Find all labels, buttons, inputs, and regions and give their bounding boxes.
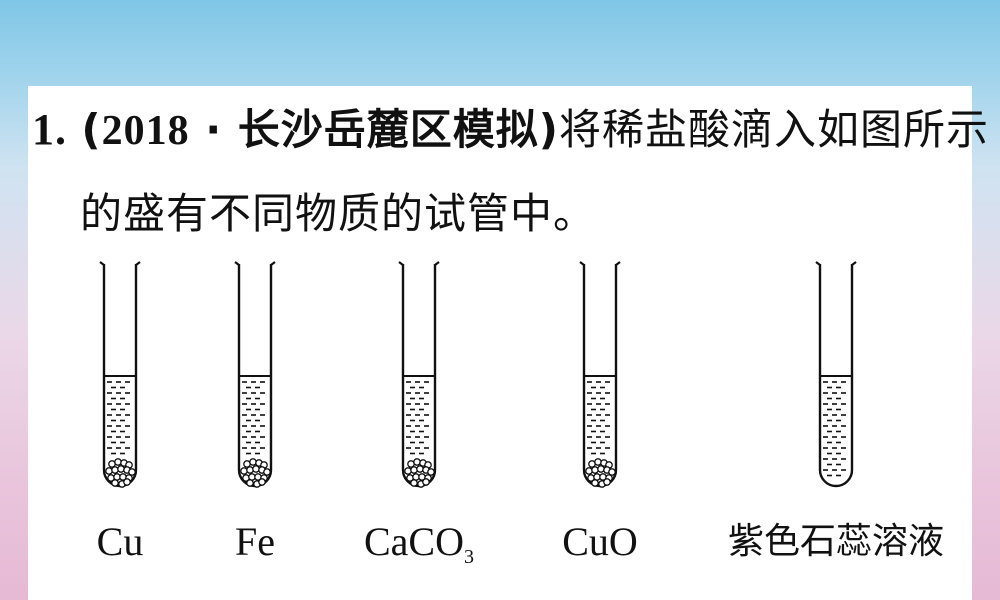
tube-label-subscript: 3 [464, 546, 474, 568]
test-tube-drawing [815, 261, 857, 488]
tube-label-text: CuO [562, 519, 638, 564]
question-number: 1. [32, 105, 67, 154]
liquid-hatching [823, 381, 846, 477]
tube-label-5: 紫色石蕊溶液 [728, 524, 944, 560]
source-open-paren: ( [81, 105, 102, 154]
source-place: 长沙岳麓区模拟 [237, 105, 539, 154]
test-tube-drawing [398, 261, 440, 488]
test-tube-drawing [234, 261, 276, 488]
question-source: (2018 · 长沙岳麓区模拟) [81, 105, 559, 154]
tube-label-text: Cu [96, 519, 144, 564]
solid-particles [105, 458, 136, 488]
test-tube-figure [28, 256, 972, 496]
tube-label-text: CaCO [364, 519, 464, 564]
source-year: 2018 [101, 108, 190, 154]
test-tube-5 [811, 256, 861, 496]
tube-label-text: Fe [235, 519, 275, 564]
solid-particles [240, 458, 271, 488]
tube-label-1: Cu [97, 522, 144, 562]
question-line-2: 的盛有不同物质的试管中。 [80, 193, 596, 235]
test-tube-drawing [579, 261, 621, 488]
source-close-paren: ) [538, 105, 559, 154]
tube-label-text: 紫色石蕊溶液 [727, 521, 945, 562]
liquid-hatching [406, 381, 429, 455]
liquid-hatching [107, 381, 130, 455]
question-line-1: 1. (2018 · 长沙岳麓区模拟)将稀盐酸滴入如图所示 [32, 105, 990, 154]
tube-label-3: CaCO3 [364, 519, 474, 568]
test-tube-4 [575, 256, 625, 496]
test-tube-3 [394, 256, 444, 496]
liquid-hatching [242, 381, 265, 455]
tube-label-4: CuO [562, 522, 638, 562]
question-text-2: 的盛有不同物质的试管中。 [80, 189, 597, 238]
test-tube-2 [230, 256, 280, 496]
liquid-hatching [587, 381, 610, 455]
tube-label-2: Fe [235, 522, 275, 562]
solid-particles [404, 458, 435, 488]
test-tube-1 [95, 256, 145, 496]
question-card: 1. (2018 · 长沙岳麓区模拟)将稀盐酸滴入如图所示 的盛有不同物质的试管… [28, 86, 988, 600]
solid-particles [585, 458, 616, 488]
source-dot: · [205, 105, 223, 154]
test-tube-drawing [99, 261, 141, 488]
question-text-1: 将稀盐酸滴入如图所示 [559, 105, 990, 154]
